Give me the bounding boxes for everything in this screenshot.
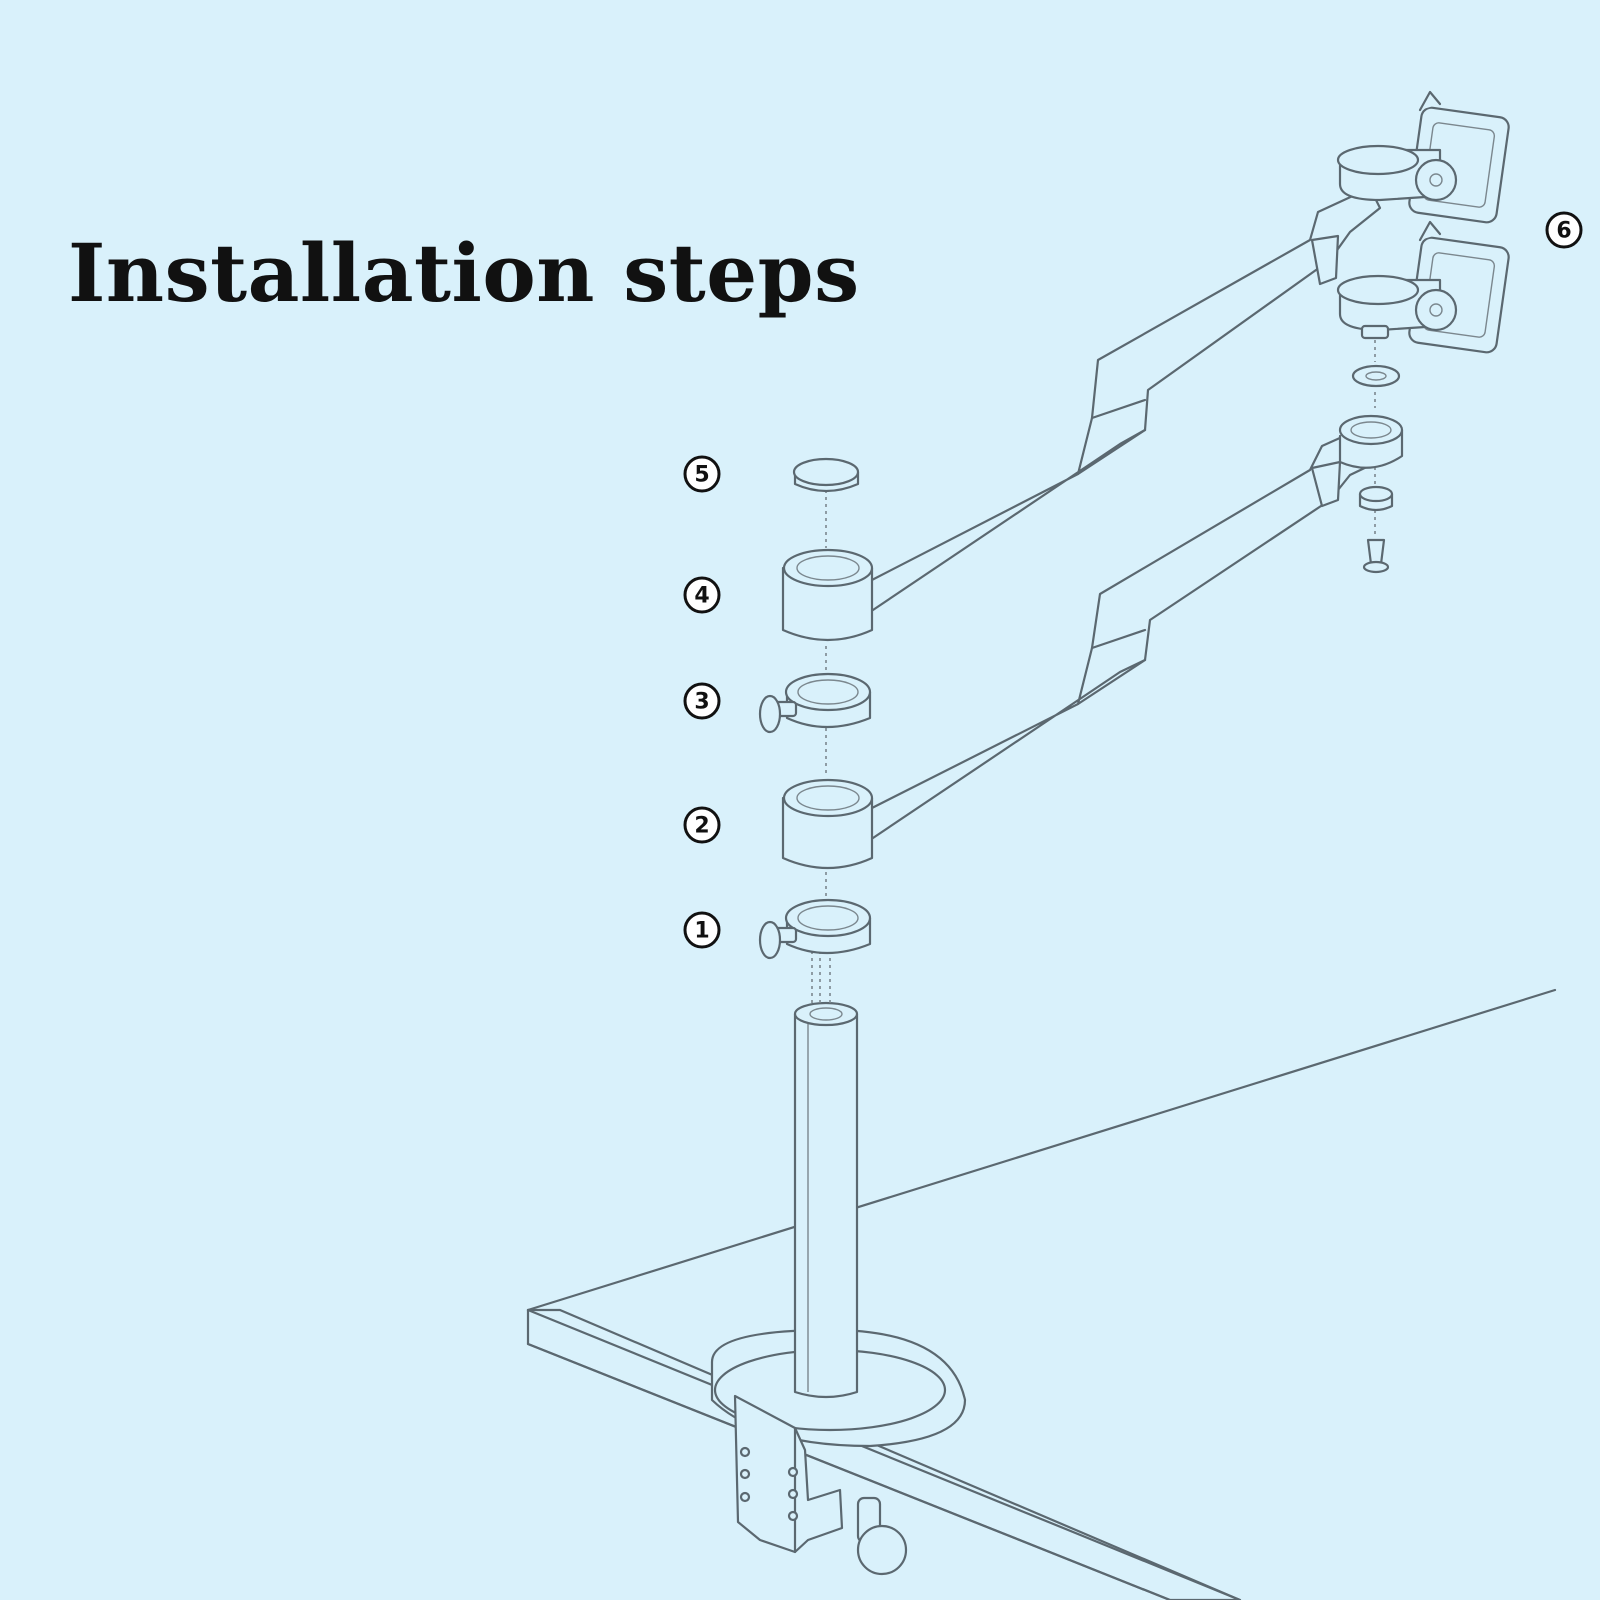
step-marker-3: 3 xyxy=(683,682,721,720)
upper-arm xyxy=(781,186,1382,642)
desk-clamp xyxy=(733,1394,908,1576)
step-marker-1: 1 xyxy=(683,911,721,949)
step-marker-5: 5 xyxy=(683,455,721,493)
step-marker-2: 2 xyxy=(683,806,721,844)
top-cap xyxy=(792,457,860,493)
lower-arm xyxy=(781,414,1404,870)
step-marker-2-label: 2 xyxy=(694,814,709,839)
desk xyxy=(526,988,1557,1600)
step-marker-4-label: 4 xyxy=(694,584,709,609)
step-marker-3-label: 3 xyxy=(694,690,709,715)
step-marker-5-label: 5 xyxy=(694,463,709,488)
page-title: Installation steps xyxy=(68,226,860,320)
step-marker-4: 4 xyxy=(683,576,721,614)
step-marker-6: 6 xyxy=(1545,211,1583,249)
lower-clamp-collar xyxy=(758,898,872,960)
vesa-heads xyxy=(1336,90,1510,574)
upper-clamp-collar xyxy=(758,672,872,734)
step-marker-6-label: 6 xyxy=(1556,219,1571,244)
pole xyxy=(793,1001,859,1399)
step-marker-1-label: 1 xyxy=(694,919,709,944)
